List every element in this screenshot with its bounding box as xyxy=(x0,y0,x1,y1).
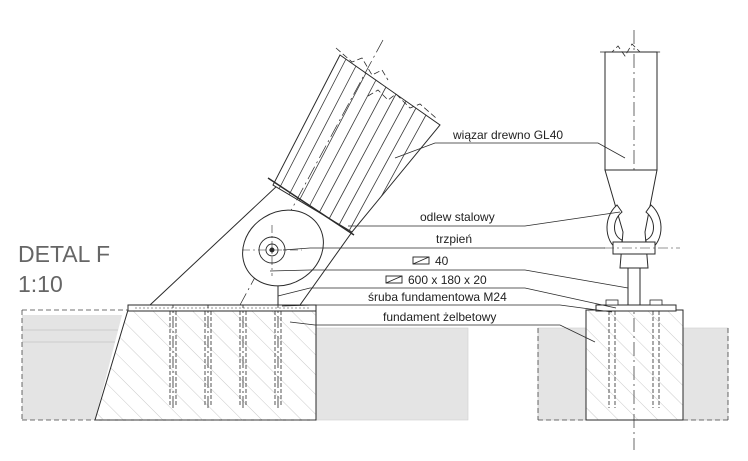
label-flat-bar: 40 xyxy=(435,254,449,268)
annotation-labels: wiązar drewno GL40 odlew stalowy trzpień… xyxy=(368,128,563,324)
ground-areas xyxy=(22,315,729,421)
detail-title-line1: DETAL F xyxy=(18,241,110,267)
label-anchor-bolt: śruba fundamentowa M24 xyxy=(368,290,507,304)
leader-lines xyxy=(269,142,629,343)
timber-column-vertical xyxy=(600,30,662,450)
anchor-bolts-right xyxy=(605,299,663,408)
steel-casting-right xyxy=(604,169,680,306)
label-timber-truss: wiązar drewno GL40 xyxy=(452,128,563,142)
ground-right-left xyxy=(537,327,587,421)
anchor-bolt xyxy=(605,299,619,408)
label-base-plate: 600 x 180 x 20 xyxy=(408,273,487,287)
foundation-left xyxy=(21,309,317,421)
anchor-bolt xyxy=(649,299,663,408)
pin-head-left xyxy=(242,209,324,287)
base-plate-right xyxy=(595,304,677,312)
label-steel-casting: odlew stalowy xyxy=(420,210,495,224)
ground-left xyxy=(22,315,122,420)
ground-right-right xyxy=(682,327,729,421)
detail-title-line2: 1:10 xyxy=(18,271,63,297)
plate-symbol xyxy=(385,275,403,284)
ground-left-mid xyxy=(315,327,469,421)
flat-bar-symbol xyxy=(412,256,430,265)
detail-title: DETAL F 1:10 xyxy=(18,241,110,297)
label-foundation: fundament żelbetowy xyxy=(383,310,496,324)
label-pin: trzpień xyxy=(436,232,472,246)
foundation-right xyxy=(537,309,729,421)
